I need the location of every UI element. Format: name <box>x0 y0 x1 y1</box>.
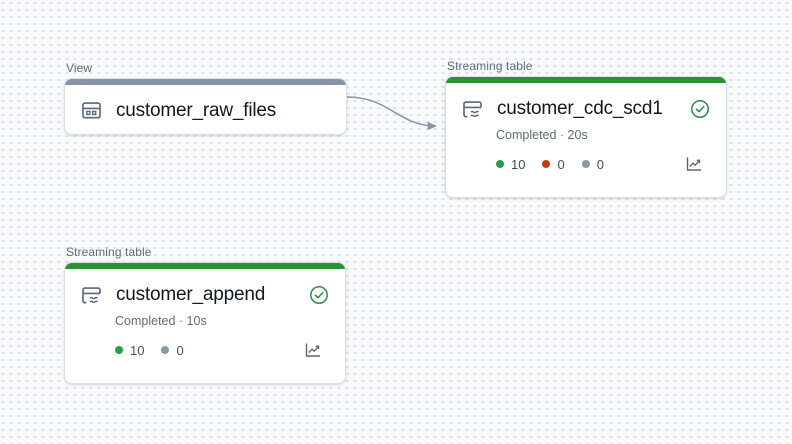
edge-raw-files-to-cdc-scd1 <box>346 96 438 131</box>
metric-success: 10 <box>496 157 525 172</box>
node-customer-cdc-scd1: Streaming table customer_cdc_scd1 <box>445 59 727 198</box>
streaming-table-icon <box>462 99 483 120</box>
node-card-customer-cdc-scd1[interactable]: customer_cdc_scd1 Completed · 20s 10 <box>445 76 727 198</box>
metric-skipped-dot <box>581 160 590 168</box>
completed-check-icon <box>309 285 329 305</box>
node-status-bar <box>446 77 726 83</box>
node-title: customer_cdc_scd1 <box>497 98 663 119</box>
node-title: customer_append <box>116 284 266 305</box>
completed-check-icon <box>690 99 710 119</box>
node-type-label: Streaming table <box>66 245 152 259</box>
node-type-label: View <box>66 61 93 75</box>
node-status-bar <box>65 263 345 269</box>
metric-error: 0 <box>542 157 565 172</box>
node-title: customer_raw_files <box>116 99 277 121</box>
node-customer-append: Streaming table customer_append <box>64 245 346 384</box>
node-card-customer-append[interactable]: customer_append Completed · 10s 10 <box>64 262 346 384</box>
metric-skipped: 0 <box>161 343 184 358</box>
node-status-bar <box>65 79 346 85</box>
metric-error-dot <box>542 160 551 168</box>
metric-skipped-dot <box>161 346 170 354</box>
node-card-customer-raw-files[interactable]: customer_raw_files <box>64 78 347 135</box>
metric-success-dot <box>496 160 504 168</box>
streaming-table-icon <box>81 285 102 306</box>
node-type-label: Streaming table <box>447 59 533 73</box>
metric-skipped: 0 <box>581 157 604 172</box>
metrics-chart-icon[interactable] <box>684 154 706 174</box>
node-status-text: Completed · 10s <box>115 314 207 328</box>
metric-success-dot <box>115 346 123 354</box>
node-status-text: Completed · 20s <box>496 128 588 142</box>
metrics-chart-icon[interactable] <box>303 340 325 360</box>
node-customer-raw-files: View customer_raw_files <box>64 61 347 135</box>
view-table-icon <box>81 100 102 121</box>
metric-success: 10 <box>115 343 144 358</box>
